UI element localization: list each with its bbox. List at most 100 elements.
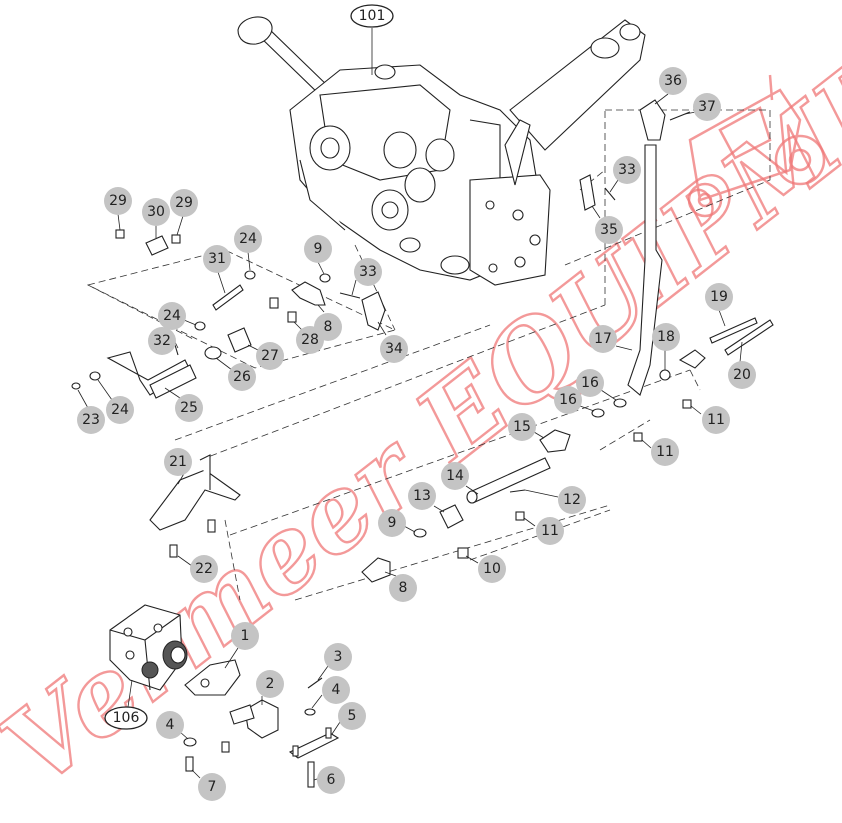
svg-text:3: 3 <box>334 649 343 665</box>
svg-text:16: 16 <box>559 392 577 408</box>
callout-106[interactable]: 106 <box>104 679 148 730</box>
assembly-dash-lines <box>86 109 771 601</box>
svg-text:29: 29 <box>175 195 193 211</box>
callout-6[interactable]: 6 <box>313 766 345 794</box>
svg-text:10: 10 <box>483 561 501 577</box>
svg-text:21: 21 <box>169 454 187 470</box>
callout-4-upper[interactable]: 4 <box>311 676 350 709</box>
callout-16-right[interactable]: 16 <box>576 369 617 401</box>
callout-12[interactable]: 12 <box>524 486 586 514</box>
callout-31[interactable]: 31 <box>203 245 231 294</box>
callout-4-lower[interactable]: 4 <box>156 711 189 740</box>
svg-text:34: 34 <box>385 341 403 357</box>
callout-101-label: 101 <box>359 8 386 24</box>
svg-text:27: 27 <box>261 348 279 364</box>
callout-28[interactable]: 28 <box>293 321 324 354</box>
svg-text:2: 2 <box>266 676 275 692</box>
callout-29-right[interactable]: 29 <box>170 189 198 236</box>
valve-block-assembly[interactable] <box>109 604 188 691</box>
callout-35[interactable]: 35 <box>591 205 623 244</box>
svg-text:29: 29 <box>109 193 127 209</box>
callout-101[interactable]: 101 <box>350 4 394 75</box>
svg-text:13: 13 <box>413 488 431 504</box>
callout-36[interactable]: 36 <box>654 67 687 105</box>
svg-text:25: 25 <box>180 400 198 416</box>
svg-text:30: 30 <box>147 204 165 220</box>
callout-26[interactable]: 26 <box>215 357 256 391</box>
svg-text:18: 18 <box>657 329 675 345</box>
callout-16-left[interactable]: 16 <box>554 386 595 414</box>
callout-23[interactable]: 23 <box>77 389 105 434</box>
svg-text:4: 4 <box>332 682 341 698</box>
callout-14[interactable]: 14 <box>441 462 479 495</box>
callout-30[interactable]: 30 <box>142 198 170 238</box>
callout-19[interactable]: 19 <box>705 283 733 327</box>
callout-8-lower[interactable]: 8 <box>384 571 417 602</box>
svg-text:4: 4 <box>166 717 175 733</box>
callout-32[interactable]: 32 <box>148 327 179 355</box>
svg-text:28: 28 <box>301 332 319 348</box>
svg-text:37: 37 <box>698 99 716 115</box>
svg-text:1: 1 <box>241 628 250 644</box>
callout-34[interactable]: 34 <box>377 321 408 363</box>
callout-11-upper[interactable]: 11 <box>690 405 730 434</box>
callout-7[interactable]: 7 <box>191 769 226 801</box>
svg-text:8: 8 <box>324 319 333 335</box>
callout-29-left[interactable]: 29 <box>104 187 132 231</box>
callout-2[interactable]: 2 <box>256 670 284 705</box>
housing-assembly[interactable] <box>237 16 646 286</box>
callout-24-lower[interactable]: 24 <box>97 379 134 424</box>
callout-37[interactable]: 37 <box>684 93 721 121</box>
callout-33-left[interactable]: 33 <box>351 258 382 296</box>
callout-15[interactable]: 15 <box>508 413 545 441</box>
callout-106-label: 106 <box>113 710 140 726</box>
svg-text:26: 26 <box>233 369 251 385</box>
svg-text:33: 33 <box>618 162 636 178</box>
svg-text:11: 11 <box>707 412 725 428</box>
svg-text:19: 19 <box>710 289 728 305</box>
callout-13[interactable]: 13 <box>408 482 445 513</box>
svg-text:6: 6 <box>327 772 336 788</box>
callout-3[interactable]: 3 <box>317 643 352 681</box>
callout-20[interactable]: 20 <box>728 341 756 389</box>
callout-11-lower[interactable]: 11 <box>523 517 564 545</box>
callout-24-middle[interactable]: 24 <box>158 302 197 330</box>
callout-1[interactable]: 1 <box>224 622 259 669</box>
callout-9-upper[interactable]: 9 <box>304 235 332 275</box>
callout-18[interactable]: 18 <box>652 323 680 370</box>
svg-text:24: 24 <box>111 402 129 418</box>
svg-text:15: 15 <box>513 419 531 435</box>
svg-text:20: 20 <box>733 367 751 383</box>
svg-text:12: 12 <box>563 492 581 508</box>
svg-text:32: 32 <box>153 333 171 349</box>
svg-text:23: 23 <box>82 412 100 428</box>
svg-text:33: 33 <box>359 264 377 280</box>
svg-text:36: 36 <box>664 73 682 89</box>
callout-17[interactable]: 17 <box>589 325 633 353</box>
svg-text:5: 5 <box>348 708 357 724</box>
svg-text:14: 14 <box>446 468 464 484</box>
small-parts <box>71 99 774 788</box>
svg-text:35: 35 <box>600 222 618 238</box>
callout-11-middle[interactable]: 11 <box>641 438 679 466</box>
callout-10[interactable]: 10 <box>465 555 506 583</box>
callout-22[interactable]: 22 <box>177 555 218 583</box>
callouts: 1 2 3 4 4 5 6 7 8 8 9 9 10 11 11 11 12 1… <box>77 67 756 801</box>
callout-21[interactable]: 21 <box>164 448 192 485</box>
callout-24-upper[interactable]: 24 <box>234 225 262 271</box>
svg-text:22: 22 <box>195 561 213 577</box>
svg-text:9: 9 <box>314 241 323 257</box>
svg-text:7: 7 <box>208 779 217 795</box>
svg-text:24: 24 <box>163 308 181 324</box>
svg-text:24: 24 <box>239 231 257 247</box>
callout-25[interactable]: 25 <box>164 387 203 422</box>
callout-5[interactable]: 5 <box>331 702 366 735</box>
callout-27[interactable]: 27 <box>247 342 284 370</box>
svg-text:11: 11 <box>541 523 559 539</box>
callout-9-lower[interactable]: 9 <box>378 509 416 537</box>
svg-text:8: 8 <box>399 580 408 596</box>
callout-33-right[interactable]: 33 <box>609 156 641 193</box>
svg-text:17: 17 <box>594 331 612 347</box>
svg-text:9: 9 <box>388 515 397 531</box>
